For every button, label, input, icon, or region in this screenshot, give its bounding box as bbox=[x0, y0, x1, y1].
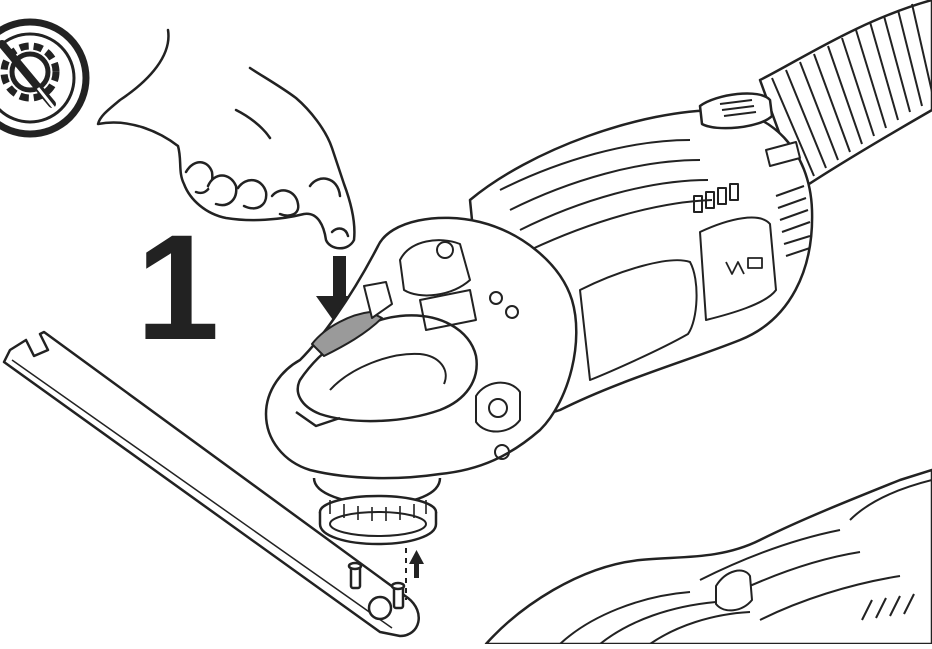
grinder-gear-head bbox=[264, 216, 578, 480]
step-number: 1 bbox=[136, 203, 220, 371]
spindle-lock-button bbox=[311, 281, 393, 357]
gear-icon bbox=[0, 42, 60, 102]
hand bbox=[96, 28, 356, 250]
angle-grinder-secondary bbox=[484, 468, 932, 646]
grinder-rear-handle bbox=[758, 0, 932, 192]
arrow-up-icon bbox=[409, 550, 424, 578]
maintenance-badge bbox=[0, 18, 90, 138]
angle-grinder bbox=[264, 0, 932, 546]
screwdriver-icon bbox=[0, 40, 56, 109]
pin-spanner bbox=[2, 330, 420, 638]
grinder-spindle bbox=[312, 477, 442, 546]
